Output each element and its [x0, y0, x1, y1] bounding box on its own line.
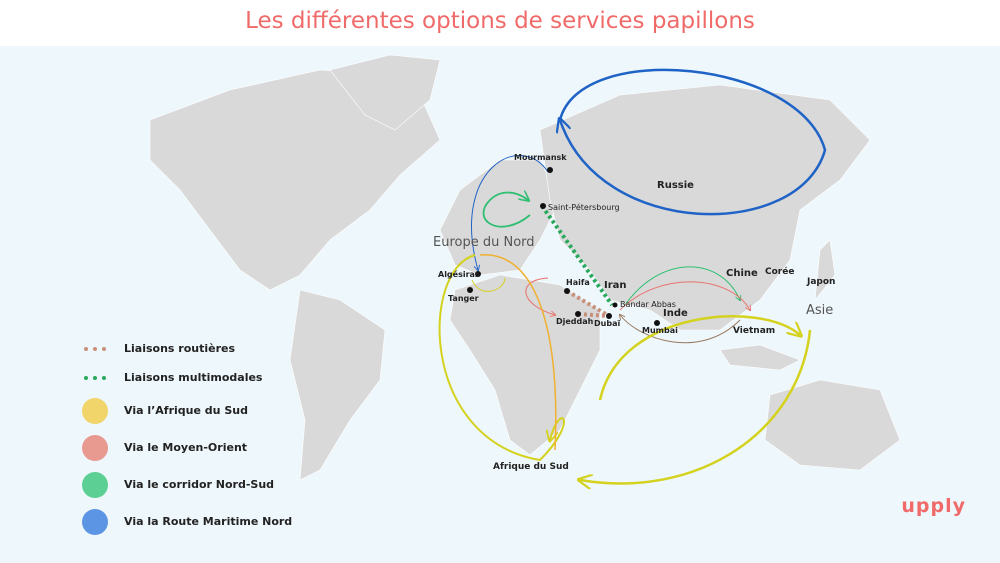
city-algesiras: Algésiras — [438, 270, 480, 279]
city-dot-tanger — [467, 287, 473, 293]
road-link-djeddah-dubai — [577, 312, 610, 318]
legend-item-south-africa: Via l’Afrique du Sud — [82, 392, 292, 429]
city-dot-mumbai — [654, 320, 660, 326]
city-djeddah: Djeddah — [556, 317, 594, 326]
legend-item-northern-sea: Via la Route Maritime Nord — [82, 503, 292, 540]
region-afrique-du-sud: Afrique du Sud — [493, 462, 569, 472]
city-bandar-abbas: Bandar Abbas — [620, 300, 676, 309]
region-iran: Iran — [604, 280, 627, 291]
route-middle-east-2 — [525, 277, 555, 315]
city-dubai: Dubaï — [594, 319, 621, 328]
route-northern-sea-europe — [471, 155, 549, 270]
africa — [449, 274, 601, 456]
city-dot-algesiras — [475, 271, 481, 277]
legend-label: Via la Route Maritime Nord — [124, 515, 293, 528]
circle-icon — [82, 397, 108, 424]
legend-label: Via le Moyen-Orient — [124, 441, 248, 454]
region-europe: Europe du Nord — [433, 235, 535, 250]
city-dot-bandar-abbas — [612, 302, 618, 308]
route-middle-east-3 — [620, 315, 741, 344]
route-south-africa-2 — [479, 254, 557, 451]
japan — [814, 239, 836, 301]
multimodal-link — [540, 204, 614, 307]
city-saint-petersbourg: Saint-Pétersbourg — [548, 203, 620, 212]
legend: Liaisons routières Liaisons multimodales… — [82, 334, 292, 540]
circle-icon — [82, 434, 108, 461]
region-vietnam: Vietnam — [733, 326, 776, 336]
city-haifa: Haifa — [566, 278, 590, 287]
upply-logo: upply — [901, 495, 966, 517]
route-north-south-asia — [624, 266, 740, 306]
region-chine: Chine — [726, 268, 758, 279]
legend-label: Liaisons multimodales — [124, 371, 263, 384]
route-northern-sea — [560, 68, 827, 216]
indonesia — [719, 344, 801, 371]
route-south-africa — [438, 254, 565, 462]
legend-item-multimodal: Liaisons multimodales — [82, 363, 292, 392]
europe — [439, 159, 561, 276]
dotted-line-icon — [84, 375, 106, 380]
region-coree: Corée — [765, 267, 795, 277]
city-mourmansk: Mourmansk — [514, 153, 567, 162]
route-south-africa-return — [580, 329, 812, 483]
legend-item-middle-east: Via le Moyen-Orient — [82, 429, 292, 466]
circle-icon — [82, 508, 108, 535]
city-dot-dubai — [606, 313, 612, 319]
legend-item-north-south: Via le corridor Nord-Sud — [82, 466, 292, 503]
region-inde: Inde — [663, 308, 688, 319]
legend-label: Liaisons routières — [124, 342, 236, 355]
legend-label: Via l’Afrique du Sud — [124, 404, 248, 417]
road-link-haifa-dubai — [565, 289, 611, 318]
south-america — [289, 289, 386, 481]
route-gibraltar-loop — [471, 277, 506, 292]
city-dot-djeddah — [575, 311, 581, 317]
legend-label: Via le corridor Nord-Sud — [124, 478, 275, 491]
city-dot-mourmansk — [547, 167, 553, 173]
circle-icon — [82, 471, 108, 498]
route-north-south — [482, 193, 530, 228]
region-russie: Russie — [657, 180, 694, 191]
dotted-line-icon — [84, 346, 106, 351]
city-tanger: Tanger — [448, 294, 479, 303]
city-dot-saint-petersbourg — [540, 203, 546, 209]
region-asie: Asie — [806, 303, 834, 318]
route-middle-east — [619, 281, 750, 310]
city-mumbai: Mumbai — [642, 326, 678, 335]
greenland — [329, 54, 441, 131]
legend-item-road: Liaisons routières — [82, 334, 292, 363]
region-japon: Japon — [807, 277, 836, 287]
route-south-africa-asia — [598, 315, 800, 401]
page-title: Les différentes options de services papi… — [245, 8, 755, 34]
city-dot-haifa — [564, 288, 570, 294]
australia — [764, 379, 901, 471]
